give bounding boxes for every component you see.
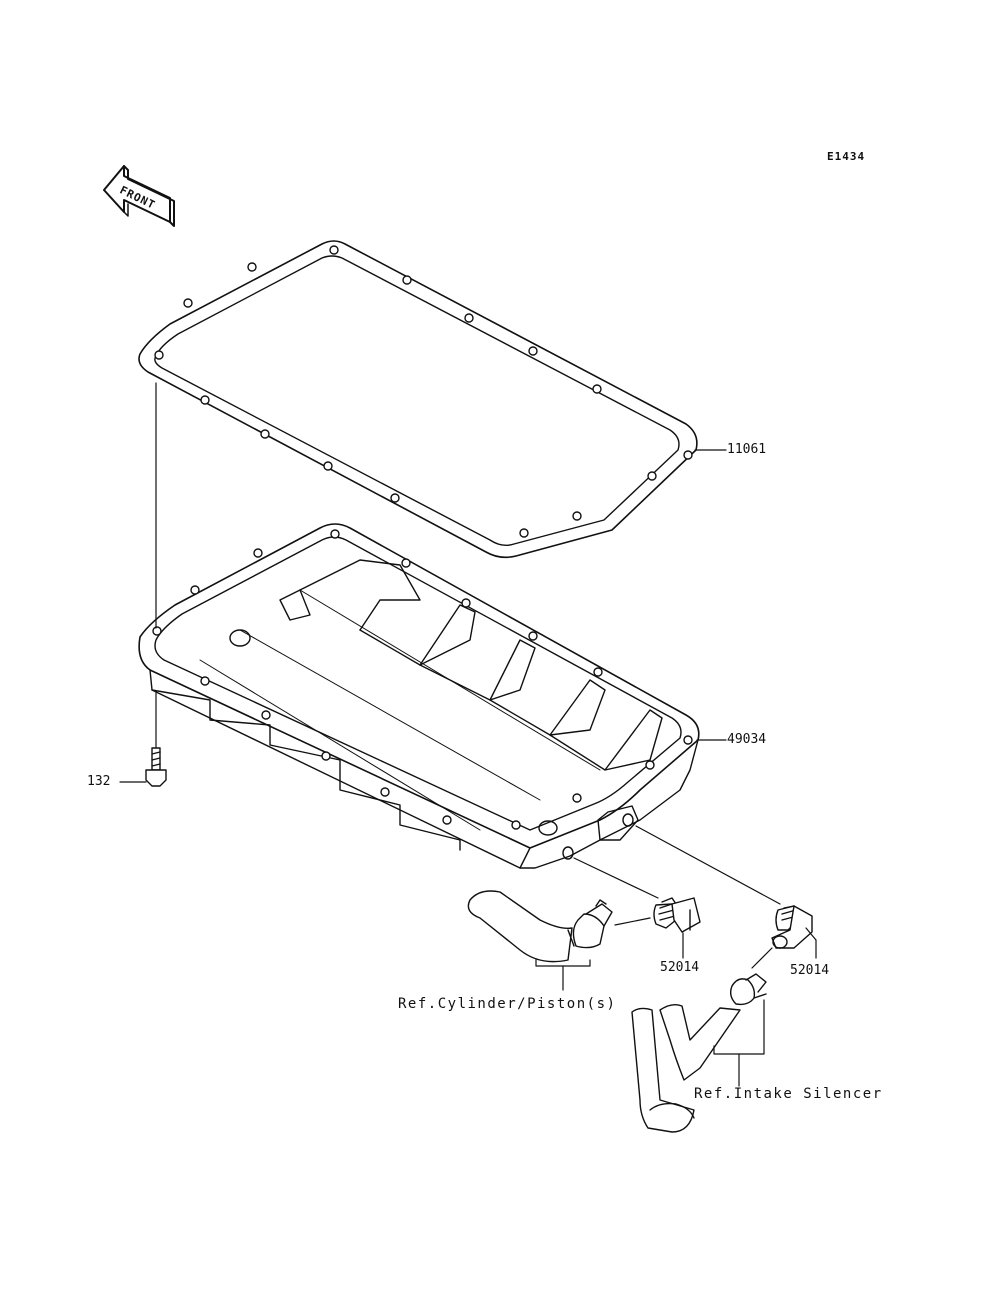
fitting-left-52014	[573, 857, 701, 933]
part-number-bolt: 132	[87, 774, 111, 789]
diagram-code: E1434	[827, 150, 866, 163]
bolt-132	[145, 382, 167, 787]
part-number-gasket: 11061	[727, 442, 767, 457]
part-number-fitting-right: 52014	[790, 963, 830, 978]
fitting-right-52014	[635, 825, 813, 969]
reference-intake: Ref.Intake Silencer	[694, 1086, 883, 1102]
gasket-11061	[138, 240, 698, 559]
hose-intake	[631, 973, 767, 1133]
part-number-fitting-left: 52014	[660, 960, 700, 975]
front-arrow-icon	[103, 165, 175, 227]
reference-cylinder: Ref.Cylinder/Piston(s)	[398, 996, 617, 1012]
hose-cylinder	[467, 890, 613, 963]
leader-lines	[119, 449, 817, 1087]
part-number-oil-pan: 49034	[727, 732, 767, 747]
oil-pan-49034	[138, 523, 700, 869]
